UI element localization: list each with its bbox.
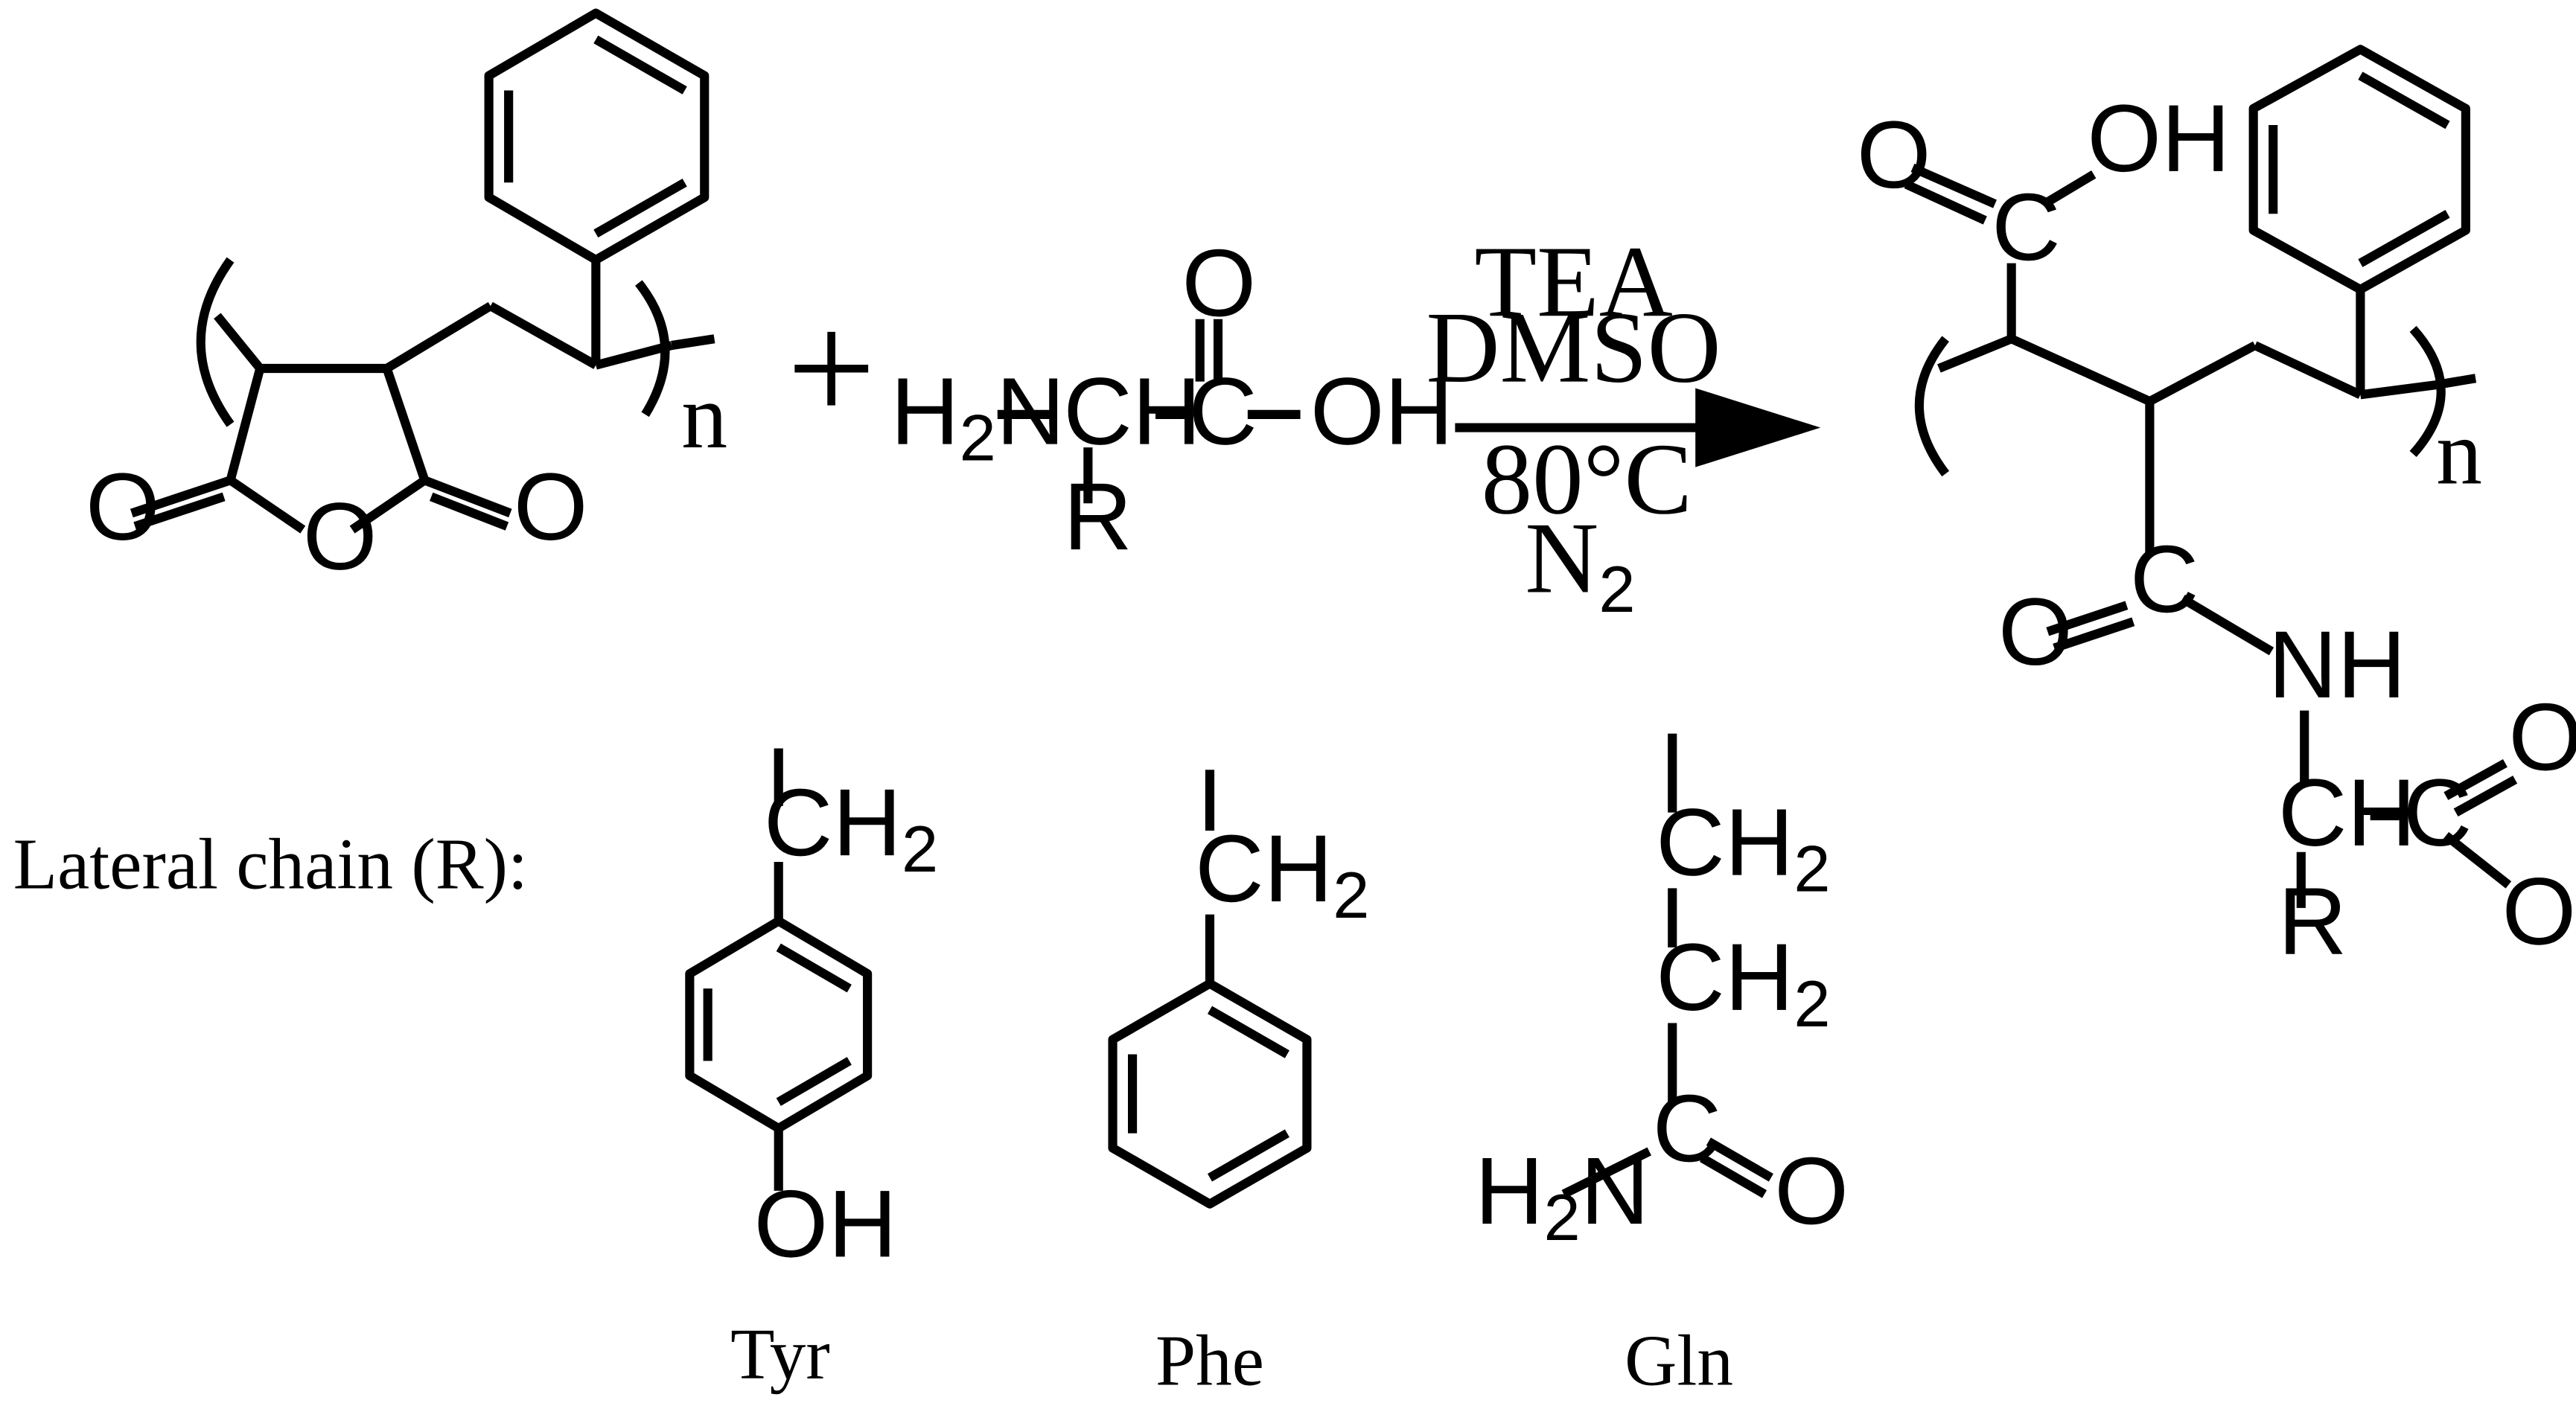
gln-ch2-first: CH2 (1656, 790, 1830, 906)
gln-amide-o: O (1774, 1138, 1849, 1244)
reaction-arrow-head (1695, 388, 1821, 467)
plus-sign: + (787, 281, 876, 456)
atom-r-group: R (1063, 464, 1132, 570)
residue-gln: CH2 CH2 C O H2N Gln (1475, 733, 1849, 1402)
product-polymer: n C O OH C O NH CH C O OH R (1857, 45, 2576, 975)
repeat-subscript-n: n (681, 365, 727, 467)
atom-product-carbonyl-o: O (2508, 684, 2576, 790)
product-bracket-right (2409, 325, 2446, 457)
atom-carboxyl-oh: OH (1310, 359, 1453, 465)
lateral-chain-label: Lateral chain (R): (13, 824, 528, 904)
reactant-amino-acid: H2N CH C OH O R (890, 230, 1453, 570)
condition-nitrogen: N2 (1525, 502, 1635, 626)
phe-label: Phe (1155, 1321, 1264, 1402)
residue-tyr: CH2 OH Tyr (685, 748, 938, 1395)
atom-carboxyl-o: O (1182, 230, 1256, 336)
reactant-phenyl-ring (484, 8, 710, 265)
condition-dmso: DMSO (1426, 291, 1721, 404)
atom-o-carbonyl-right: O (514, 454, 588, 560)
atom-top-carboxyl-c: C (1992, 174, 2061, 281)
atom-amide-nh: NH (2269, 612, 2406, 718)
atom-amide-o: O (1998, 579, 2073, 685)
atom-product-oh: OH (2502, 858, 2576, 965)
condition-temperature: 80°C (1482, 423, 1692, 536)
gln-label: Gln (1625, 1321, 1733, 1402)
reactant-polymer-sma: O O O n (86, 8, 727, 590)
condition-tea: TEA (1474, 225, 1672, 338)
gln-ch2-second: CH2 (1656, 924, 1830, 1041)
reaction-arrow-group: TEA DMSO 80°C N2 (1426, 225, 1821, 626)
phe-ch2: CH2 (1195, 816, 1369, 932)
atom-top-carboxyl-o: O (1857, 102, 1931, 208)
product-repeat-subscript-n: n (2436, 402, 2482, 504)
product-phenyl-ring (2248, 45, 2470, 295)
tyr-label: Tyr (730, 1314, 830, 1395)
phe-phenyl-ring (1108, 979, 1312, 1209)
repeat-bracket-left (196, 257, 235, 427)
repeat-bracket-right (635, 280, 670, 418)
tyr-phenol-ring (685, 916, 873, 1134)
product-bracket-left (1914, 336, 1950, 477)
residue-phe: CH2 Phe (1108, 770, 1369, 1402)
gln-amide-nh2: H2N (1475, 1138, 1649, 1254)
atom-amide-c: C (2130, 526, 2199, 633)
tyr-oh: OH (754, 1171, 897, 1277)
atom-top-carboxyl-oh: OH (2087, 86, 2230, 192)
tyr-ch2: CH2 (764, 770, 938, 886)
atom-o-ring: O (303, 484, 377, 590)
atom-o-carbonyl-left: O (86, 454, 160, 560)
atom-product-r: R (2278, 869, 2347, 975)
